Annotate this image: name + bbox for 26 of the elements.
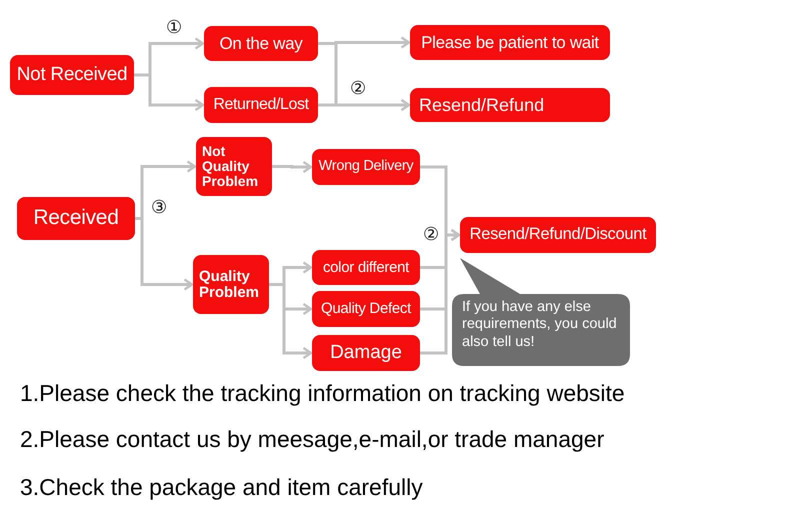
note-text: 1.Please check the tracking information on tracking website — [20, 380, 625, 408]
step-box: Not Quality Problem — [196, 137, 272, 196]
arrow — [135, 217, 194, 291]
step-number: ② — [423, 226, 440, 244]
step-box: Damage — [312, 335, 420, 371]
arrow — [318, 98, 410, 112]
step-box: On the way — [204, 26, 318, 61]
step-box: Quality Problem — [193, 255, 269, 314]
step-box: Wrong Delivery — [312, 149, 420, 185]
step-box: Resend/Refund/Discount — [460, 217, 656, 253]
step-box: Please be patient to wait — [410, 25, 610, 60]
speech-bubble: If you have any else requirements, you could also tell us! — [452, 258, 630, 366]
step-box: Quality Defect — [312, 291, 420, 327]
step-number: ② — [350, 80, 366, 98]
arrow — [134, 74, 204, 112]
step-box: Received — [17, 197, 135, 240]
arrow — [420, 228, 460, 354]
step-box: color different — [312, 250, 420, 285]
arrow — [272, 160, 312, 174]
note-text: 2.Please contact us by meesage,e-mail,or trade manager — [20, 426, 604, 454]
step-box: Not Received — [10, 55, 134, 95]
step-box: Returned/Lost — [204, 87, 318, 123]
note-text: 3.Check the package and item carefully — [20, 474, 423, 502]
step-number: ① — [166, 19, 182, 37]
step-box: Resend/Refund — [410, 88, 610, 122]
step-number: ③ — [151, 199, 168, 217]
